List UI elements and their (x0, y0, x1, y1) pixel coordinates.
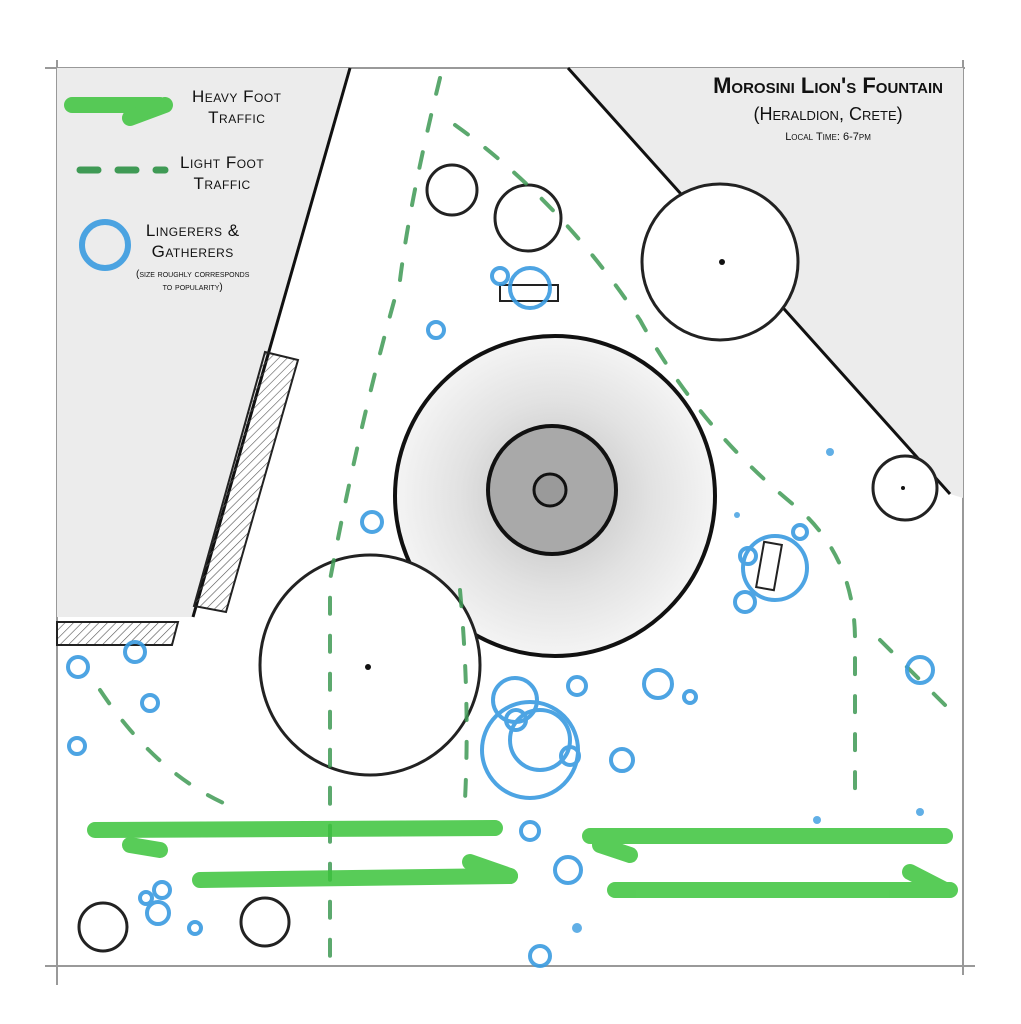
tree-small (77, 901, 129, 953)
legend-gatherer-swatch (79, 219, 131, 271)
hatched-wall (192, 350, 300, 614)
legend-light-label: Traffic (193, 174, 251, 193)
title-block: Morosini Lion's Fountain (Heraldion, Cre… (713, 72, 943, 145)
gatherers (66, 219, 935, 968)
light-traffic-paths (98, 76, 947, 962)
tree-small (425, 163, 479, 217)
map-title: Morosini Lion's Fountain (713, 73, 943, 98)
heavy-traffic-paths (64, 97, 958, 898)
tree-small (239, 896, 291, 948)
local-time: Local Time: 6-7pm (785, 131, 871, 143)
bench (499, 284, 559, 302)
legend-light-label: Light Foot (180, 153, 265, 172)
bench (754, 540, 784, 592)
legend-gatherer-label: Gatherers (151, 242, 234, 261)
legend-note: (size roughly corresponds (136, 269, 250, 280)
legend-note: to popularity) (162, 282, 223, 293)
legend-light: Light Foot Traffic (180, 152, 264, 194)
hatched-step (56, 621, 180, 646)
legend-gatherer: Lingerers & Gatherers (size roughly corr… (136, 220, 249, 294)
legend-heavy-label: Heavy Foot (192, 87, 282, 106)
fountain (393, 334, 717, 658)
legend-gatherer-label: Lingerers & (145, 221, 240, 240)
legend-heavy: Heavy Foot Traffic (192, 86, 282, 128)
legend-heavy-label: Traffic (208, 108, 266, 127)
building-west (57, 68, 350, 617)
tree-small (493, 183, 563, 253)
map-subtitle: (Heraldion, Crete) (753, 104, 903, 124)
